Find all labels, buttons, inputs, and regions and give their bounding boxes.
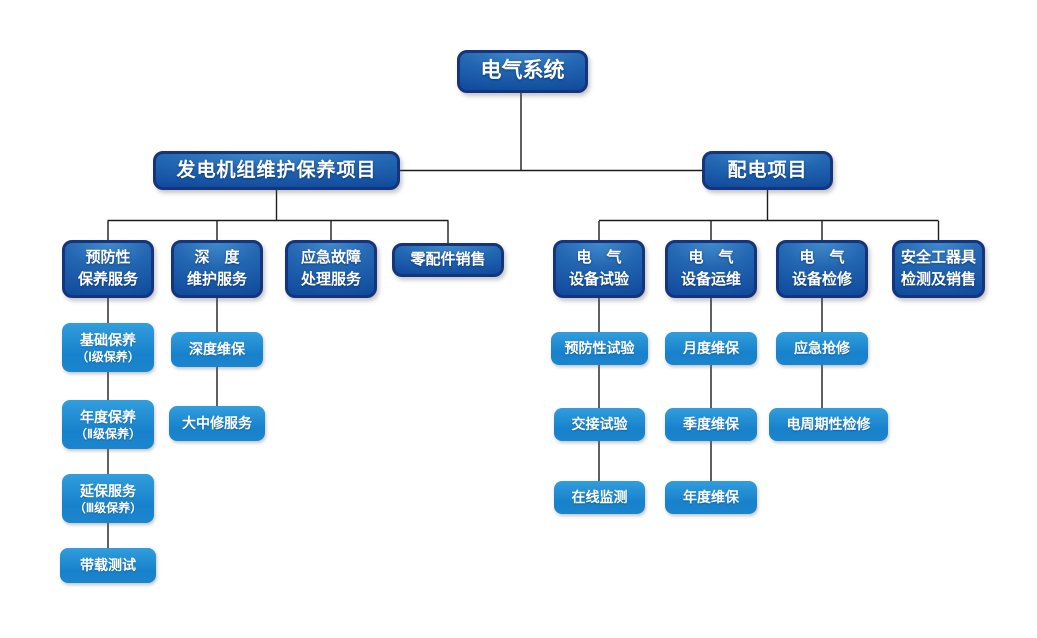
node-label: 预防性 (85, 249, 131, 267)
node-annual-maintenance-level2: 年度保养 （Ⅱ级保养） (62, 400, 154, 449)
node-label: 应急抢修 (794, 340, 850, 357)
node-label: 电周期性检修 (786, 416, 871, 433)
node-label: 带载测试 (80, 557, 136, 574)
node-sublabel: （Ⅰ级保养） (76, 349, 140, 364)
node-label: 电气系统 (480, 59, 565, 83)
node-yearly-maintenance: 年度维保 (665, 481, 757, 514)
node-extended-warranty-level3: 延保服务 （Ⅲ级保养） (62, 474, 154, 523)
node-label: 应急故障 (300, 249, 361, 267)
node-label: 预防性试验 (564, 340, 635, 357)
node-label: 电 气 (799, 249, 845, 267)
node-load-test: 带载测试 (60, 548, 156, 583)
node-label: 设备运维 (680, 271, 741, 288)
node-label: 发电机组维护保养项目 (176, 159, 377, 181)
node-deep-maintenance: 深度维保 (171, 332, 263, 367)
node-label: 季度维保 (683, 416, 739, 433)
node-label: 月度维保 (683, 340, 739, 357)
node-safety-tools-testing-sales: 安全工器具 检测及销售 (892, 240, 985, 298)
node-basic-maintenance-level1: 基础保养 （Ⅰ级保养） (62, 323, 154, 372)
node-label: 交接试验 (571, 416, 628, 433)
node-label: 零配件销售 (410, 251, 486, 269)
node-preventive-maintenance-service: 预防性 保养服务 (62, 240, 154, 298)
node-emergency-fault-handling-service: 应急故障 处理服务 (285, 240, 377, 298)
node-label: 深度维保 (189, 341, 245, 358)
node-emergency-rush-repair: 应急抢修 (776, 332, 868, 365)
node-electrical-equipment-operation: 电 气 设备运维 (665, 240, 757, 298)
node-label: 安全工器具 (900, 249, 976, 267)
node-label: 延保服务 (80, 482, 136, 499)
node-label: 设备检修 (791, 271, 852, 288)
node-electrical-equipment-repair: 电 气 设备检修 (776, 240, 868, 298)
node-label: 配电项目 (727, 159, 808, 181)
node-label: 基础保养 (80, 331, 136, 348)
node-label: 在线监测 (571, 489, 628, 506)
node-label: 电 气 (576, 249, 622, 267)
node-label: 电 气 (688, 249, 734, 267)
node-preventive-test: 预防性试验 (551, 332, 648, 365)
node-electrical-periodic-overhaul: 电周期性检修 (769, 408, 888, 441)
node-deep-maintenance-service: 深 度 维护服务 (171, 240, 263, 298)
node-spare-parts-sales: 零配件销售 (392, 243, 504, 277)
node-label: 维护服务 (186, 271, 247, 288)
node-label: 年度维保 (683, 489, 739, 506)
node-label: 处理服务 (300, 271, 361, 288)
node-online-monitoring: 在线监测 (554, 481, 645, 514)
node-label: 保养服务 (77, 271, 138, 288)
node-quarterly-maintenance: 季度维保 (665, 408, 757, 441)
node-label: 大中修服务 (182, 415, 252, 432)
node-label: 深 度 (194, 249, 240, 267)
node-power-distribution-project: 配电项目 (702, 151, 833, 190)
node-electrical-equipment-testing: 电 气 设备试验 (553, 240, 645, 298)
node-label: 检测及销售 (900, 271, 976, 288)
node-label: 设备试验 (568, 271, 629, 288)
node-monthly-maintenance: 月度维保 (665, 332, 757, 365)
node-sublabel: （Ⅱ级保养） (75, 426, 141, 441)
node-handover-test: 交接试验 (554, 408, 645, 441)
node-electrical-system: 电气系统 (457, 50, 588, 93)
node-major-medium-repair-service: 大中修服务 (169, 406, 265, 441)
node-generator-maintenance-project: 发电机组维护保养项目 (153, 151, 400, 190)
node-label: 年度保养 (80, 408, 136, 425)
node-sublabel: （Ⅲ级保养） (73, 500, 143, 515)
